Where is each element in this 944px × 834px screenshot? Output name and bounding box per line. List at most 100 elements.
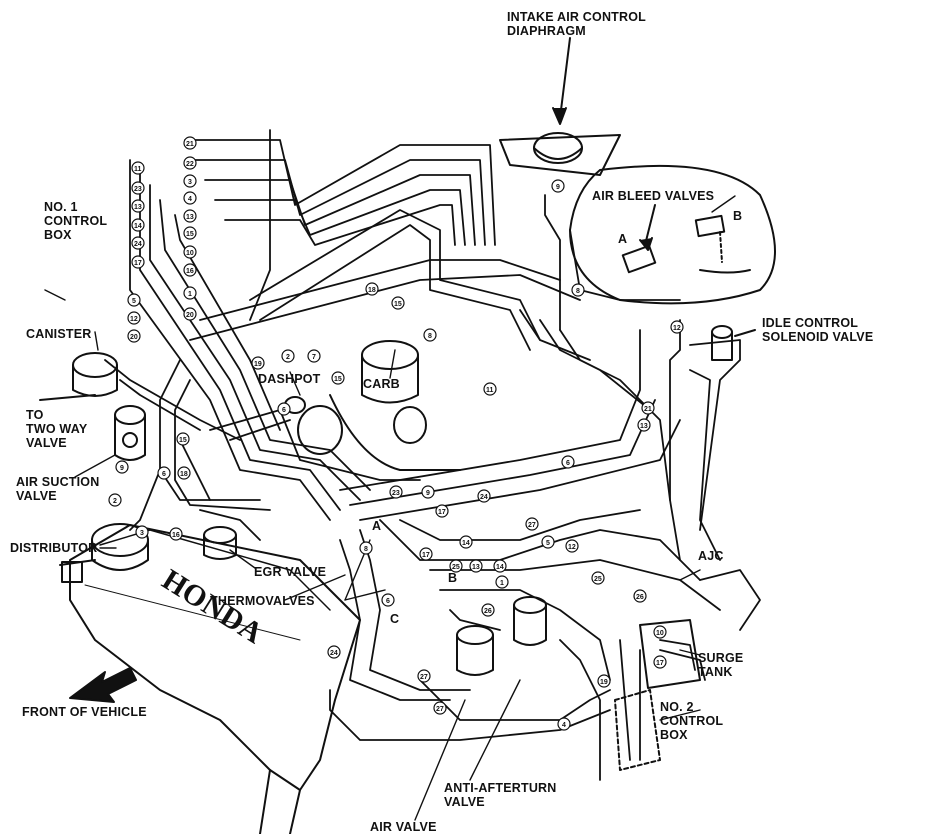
label-no2-control-box: NO. 2 CONTROL BOX — [660, 700, 724, 742]
hose-callout: 4 — [188, 196, 192, 203]
hose-callout: 21 — [644, 406, 652, 413]
label-distributor: DISTRIBUTOR — [10, 541, 98, 555]
hose-callout: 17 — [422, 552, 430, 559]
label-anti-afterburn-valve: ANTI-AFTERTURN VALVE — [444, 781, 557, 809]
label-air-suction-valve: AIR SUCTION VALVE — [16, 475, 100, 503]
hose-callout: 13 — [640, 423, 648, 430]
hose-callout: 27 — [436, 706, 444, 713]
hose-callout: 26 — [636, 594, 644, 601]
label-front-of-vehicle: FRONT OF VEHICLE — [22, 705, 147, 719]
label-egr-valve: EGR VALVE — [254, 565, 327, 579]
label-intake-air-control-diaphragm: INTAKE AIR CONTROL DIAPHRAGM — [507, 10, 647, 38]
hose-callout: 4 — [562, 722, 566, 729]
hose-callout: 17 — [134, 260, 142, 267]
air-valve — [456, 625, 494, 676]
hose-callout: 9 — [426, 490, 430, 497]
label-thermovalve-c: C — [390, 612, 400, 626]
hose-callout: 8 — [364, 546, 368, 553]
hose-callout: 13 — [134, 204, 142, 211]
hose-callout: 24 — [330, 650, 338, 657]
hose-callout: 10 — [186, 250, 194, 257]
anti-afterburn-valve — [513, 596, 547, 646]
canister — [39, 352, 118, 401]
egr-valve — [203, 526, 237, 560]
label-air-valve: AIR VALVE — [370, 820, 437, 834]
hose-callout: 18 — [180, 471, 188, 478]
surge-tank — [639, 619, 701, 689]
hose-callout: 11 — [134, 166, 142, 173]
hose-callout: 13 — [472, 564, 480, 571]
hose-callout: 27 — [420, 674, 428, 681]
label-surge-tank: SURGE TANK — [698, 651, 744, 679]
hose-callout: 1 — [500, 580, 504, 587]
hose-callout: 8 — [428, 333, 432, 340]
hose-callout: 1 — [188, 291, 192, 298]
hose-callout: 14 — [134, 223, 142, 230]
hose-callout: 12 — [568, 544, 576, 551]
front-arrow-icon — [69, 667, 137, 703]
distributor — [59, 523, 149, 583]
hose-callout: 27 — [528, 522, 536, 529]
hose-callout: 21 — [186, 141, 194, 148]
hose-callout: 20 — [130, 334, 138, 341]
hose-callout: 19 — [600, 679, 608, 686]
hose-callout: 19 — [254, 361, 262, 368]
hose-callout: 24 — [480, 494, 488, 501]
label-valve-a: A — [618, 232, 628, 246]
hose-callout: 13 — [186, 214, 194, 221]
hose-callout: 16 — [186, 268, 194, 275]
hose-callout: 25 — [594, 576, 602, 583]
no2-control-box — [614, 689, 661, 771]
hose-callout: 3 — [188, 179, 192, 186]
hose-callout: 8 — [576, 288, 580, 295]
hose-callout: 16 — [172, 532, 180, 539]
hose-callout: 14 — [462, 540, 470, 547]
label-ajc: AJC — [698, 549, 724, 563]
hose-callout: 9 — [120, 465, 124, 472]
hose-callout: 6 — [162, 471, 166, 478]
air-cleaner-housing — [569, 164, 776, 305]
hose-callout: 5 — [132, 298, 136, 305]
hose-callout: 6 — [566, 460, 570, 467]
hose-callout: 15 — [394, 301, 402, 308]
air-bleed-valve-b — [694, 214, 726, 263]
hose-callout-numbers: 21 22 3 4 13 15 10 16 1 20 11 23 13 14 2… — [113, 141, 681, 729]
hose-callout: 3 — [140, 530, 144, 537]
idle-control-solenoid-valve — [711, 325, 756, 361]
intake-air-control-diaphragm — [499, 37, 621, 176]
hose-callout: 23 — [134, 186, 142, 193]
vacuum-hoses — [104, 129, 761, 781]
label-air-bleed-valves: AIR BLEED VALVES — [592, 189, 715, 203]
label-thermovalve-b: B — [448, 571, 458, 585]
label-thermovalves: THERMOVALVES — [210, 594, 315, 608]
hose-callout: 25 — [452, 564, 460, 571]
hose-callout: 2 — [286, 354, 290, 361]
label-valve-b: B — [733, 209, 743, 223]
hose-callout: 14 — [496, 564, 504, 571]
air-suction-valve — [114, 405, 146, 461]
hose-callouts — [108, 136, 684, 731]
leader-lines — [44, 195, 736, 821]
hose-callout: 12 — [130, 316, 138, 323]
hose-callout: 15 — [179, 437, 187, 444]
hose-callout: 26 — [484, 608, 492, 615]
label-thermovalve-a: A — [372, 519, 382, 533]
hose-callout: 9 — [556, 184, 560, 191]
carburetor — [284, 340, 461, 471]
label-carb: CARB — [363, 377, 400, 391]
hose-callout: 12 — [673, 325, 681, 332]
hose-callout: 2 — [113, 498, 117, 505]
hose-callout: 23 — [392, 490, 400, 497]
hose-callout: 10 — [656, 630, 664, 637]
label-dashpot: DASHPOT — [258, 372, 321, 386]
label-to-two-way-valve: TO TWO WAY VALVE — [26, 408, 88, 450]
hose-callout: 6 — [282, 407, 286, 414]
hose-callout: 15 — [186, 231, 194, 238]
hose-callout: 11 — [486, 387, 494, 394]
hose-callout: 20 — [186, 312, 194, 319]
hose-callout: 17 — [438, 509, 446, 516]
hose-callout: 7 — [312, 354, 316, 361]
hose-callout: 15 — [334, 376, 342, 383]
